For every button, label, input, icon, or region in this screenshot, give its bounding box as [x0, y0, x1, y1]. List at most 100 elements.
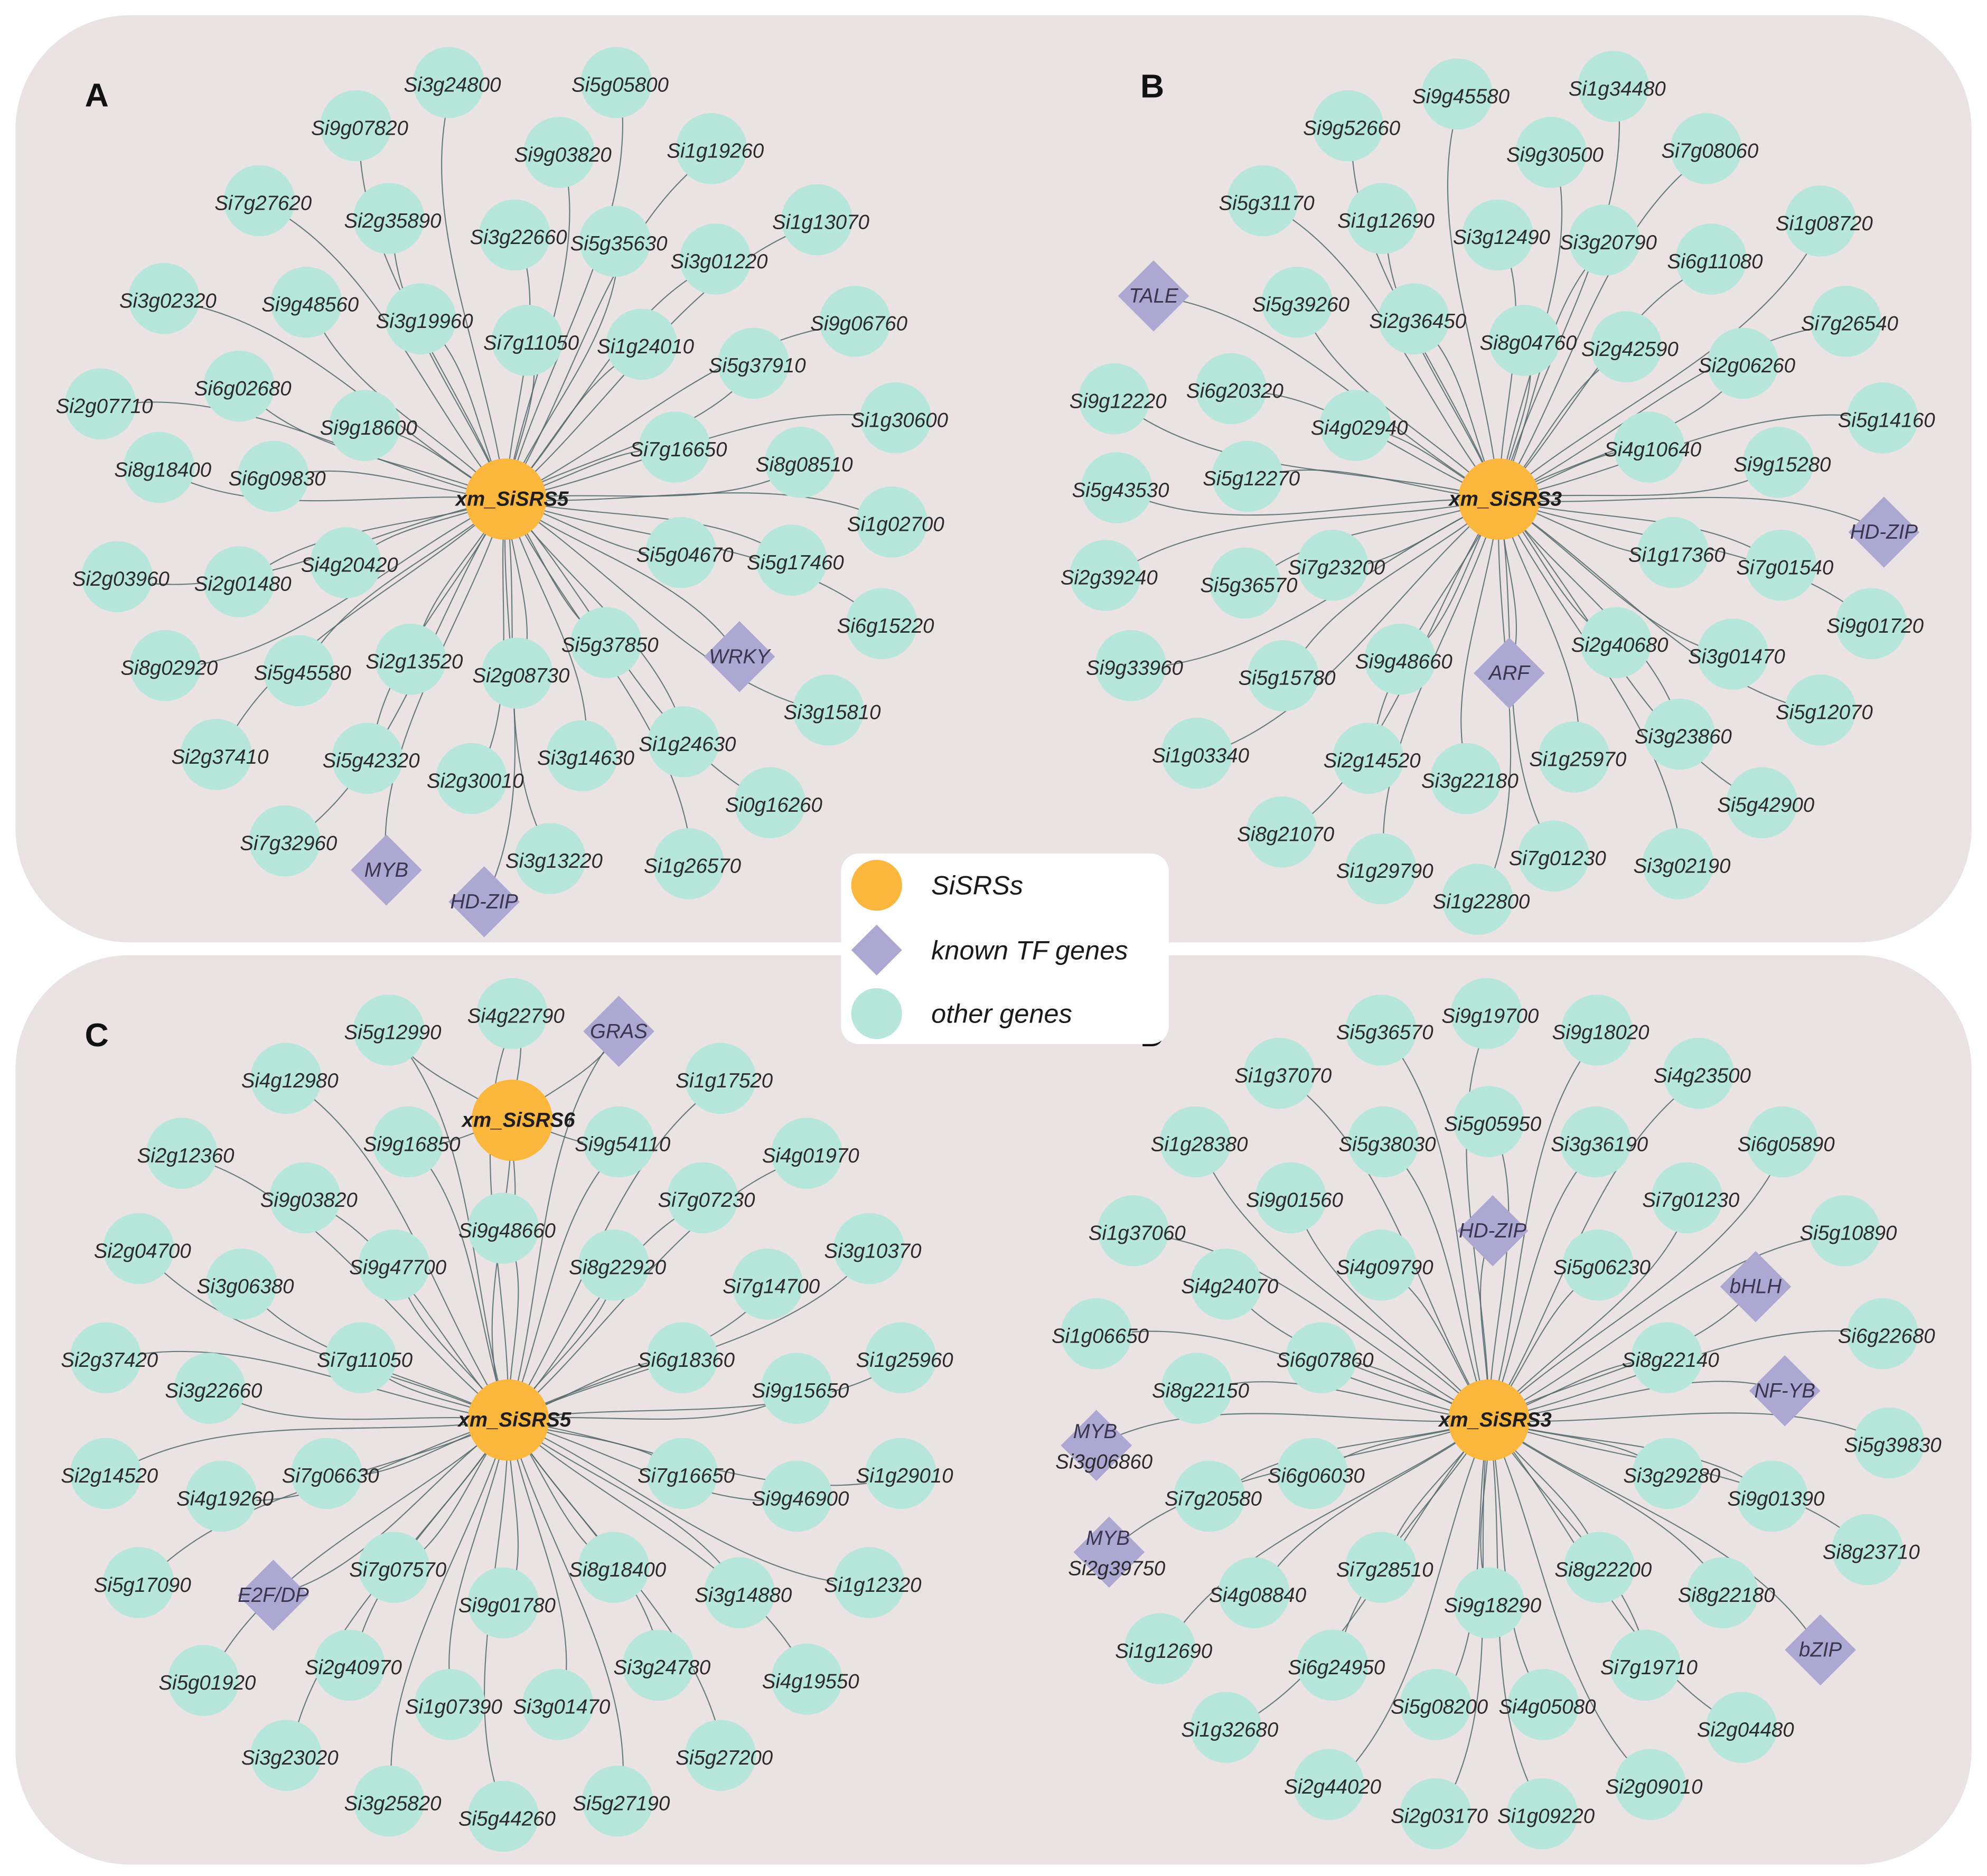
legend-gene-label: other genes — [931, 999, 1072, 1029]
gene-node — [819, 286, 891, 357]
node-label: Si9g19700 — [1441, 1005, 1539, 1027]
node-label: Si9g52660 — [1303, 117, 1401, 139]
gene-node — [203, 546, 275, 617]
gene-node — [1430, 743, 1502, 814]
edge — [505, 499, 693, 867]
node-label: Si8g18400 — [114, 458, 212, 481]
edge — [508, 1031, 620, 1420]
gene-node — [1174, 1460, 1245, 1532]
gene-node — [514, 823, 586, 895]
gene-node — [1847, 1298, 1918, 1370]
gene-node — [372, 1106, 444, 1178]
node-label: Si1g13070 — [772, 211, 870, 233]
gene-node — [1218, 1557, 1290, 1629]
edge — [109, 1350, 509, 1421]
tf-family-label: bZIP — [1799, 1638, 1842, 1661]
edge — [505, 499, 774, 806]
gene-node — [685, 1043, 756, 1114]
edge — [505, 243, 620, 500]
gene-node — [1346, 183, 1418, 254]
gene-node — [185, 1460, 257, 1532]
tf-family-label: HD-ZIP — [1459, 1220, 1527, 1242]
node-label: Si2g08730 — [472, 664, 570, 687]
gene-node — [332, 723, 403, 794]
node-label: Si6g06030 — [1268, 1465, 1365, 1487]
node-label: Si5g37850 — [561, 634, 659, 656]
gene-node — [358, 1229, 430, 1301]
gene-node — [1726, 767, 1798, 839]
edge — [1371, 499, 1500, 761]
gene-node — [1507, 1669, 1579, 1740]
node-label: Si5g12990 — [344, 1021, 442, 1044]
legend-background — [841, 853, 1169, 1044]
gene-node — [1161, 1353, 1233, 1424]
node-label: Si7g20580 — [1165, 1487, 1262, 1510]
gene-node — [223, 165, 295, 237]
node-label: Si1g12690 — [1115, 1640, 1213, 1663]
hub-nodes — [465, 458, 547, 540]
edge — [109, 1419, 509, 1477]
node-label: Si1g37070 — [1234, 1064, 1332, 1087]
tf-node — [1749, 1355, 1821, 1427]
gene-node — [756, 524, 827, 596]
node-label: Si1g24630 — [639, 733, 736, 756]
node-label: Si3g19960 — [376, 310, 474, 333]
node-label: Si4g19550 — [762, 1671, 860, 1693]
node-label: Si5g01920 — [158, 1672, 256, 1694]
panel-letter: C — [85, 1017, 109, 1054]
gene-node — [579, 205, 651, 277]
hub-node — [471, 1080, 553, 1161]
gene-node — [1095, 630, 1167, 701]
node-label: Si5g05950 — [1444, 1113, 1542, 1136]
edge — [483, 499, 516, 902]
gene-node — [523, 117, 595, 188]
node-label: Si3g02190 — [1633, 855, 1731, 878]
gene-node — [1642, 828, 1714, 899]
node-label: Si5g15780 — [1239, 667, 1336, 690]
gene-node — [1614, 1749, 1686, 1821]
node-label: Si1g17360 — [1628, 543, 1726, 566]
node-label: Si6g22680 — [1838, 1325, 1936, 1347]
node-label: Si6g02680 — [194, 377, 292, 400]
gene-node — [1785, 185, 1856, 257]
node-label: Si5g27190 — [573, 1792, 670, 1815]
edge — [1198, 1144, 1489, 1421]
node-label: Si4g22790 — [467, 1005, 565, 1027]
gene-node — [1745, 529, 1817, 601]
tf-family-label: TALE — [1129, 285, 1179, 307]
gene-node — [1450, 978, 1522, 1049]
hub-nodes — [1448, 1379, 1530, 1461]
node-label: Si1g26570 — [644, 855, 742, 878]
edge — [1498, 151, 1710, 500]
node-label: Si9g01390 — [1727, 1487, 1825, 1510]
edge — [390, 1420, 509, 1804]
node-label: Si2g35890 — [344, 210, 442, 232]
gene-node — [645, 517, 717, 588]
edge — [508, 1420, 567, 1708]
gene-node — [582, 1765, 653, 1837]
gene-node — [1195, 353, 1267, 425]
gene-node — [570, 607, 642, 679]
gene-node — [1518, 820, 1589, 892]
legend: SiSRSs known TF genes other genes — [841, 853, 1169, 1044]
gene-node — [205, 1248, 277, 1320]
edge — [505, 492, 896, 526]
node-label: Si2g06260 — [1698, 354, 1796, 377]
node-label: Si4g23500 — [1654, 1064, 1751, 1087]
gene-node — [1560, 1106, 1632, 1178]
gene-node — [103, 1547, 174, 1618]
node-label: Si9g01720 — [1826, 615, 1924, 637]
node-label: Si5g14160 — [1838, 409, 1936, 432]
node-label: Si5g42320 — [323, 749, 420, 772]
gene-node — [1190, 1248, 1262, 1320]
node-label: Si6g18360 — [638, 1349, 735, 1372]
gene-node — [1347, 1106, 1419, 1178]
node-label: Si5g45580 — [254, 662, 352, 684]
gene-node — [1364, 623, 1436, 695]
gene-node — [1243, 1037, 1315, 1109]
hub-label: xm_SiSRS5 — [455, 488, 569, 511]
node-label: Si8g22140 — [1622, 1349, 1720, 1372]
edge — [1096, 1413, 1489, 1446]
